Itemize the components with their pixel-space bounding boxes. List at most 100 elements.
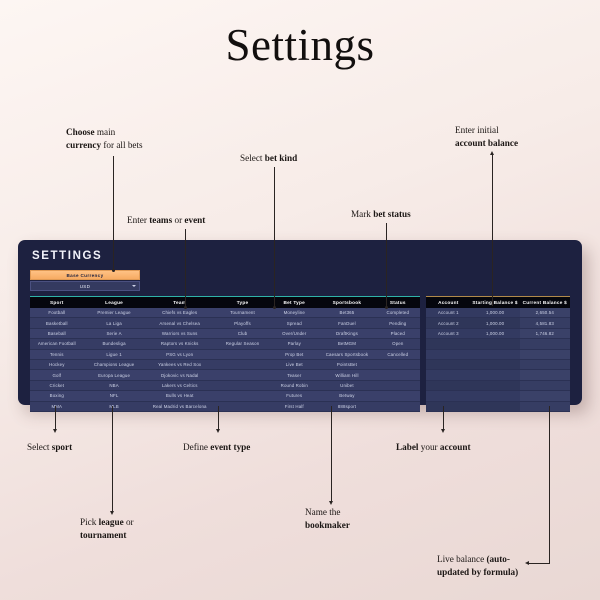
table-cell[interactable]	[519, 390, 570, 402]
table-cell[interactable]	[214, 390, 271, 402]
table-cell[interactable]: Golf	[30, 369, 84, 381]
table-row[interactable]	[426, 380, 570, 392]
table-cell[interactable]: Teaser	[270, 369, 319, 381]
base-currency-dropdown[interactable]: USD	[30, 281, 140, 291]
column-header-sport[interactable]: Sport	[30, 296, 84, 308]
column-header-current-balance-[interactable]: Current Balance $	[519, 296, 570, 308]
column-header-type[interactable]: Type	[214, 296, 271, 308]
table-cell[interactable]: 2,650.54	[519, 308, 570, 319]
table-cell[interactable]: Completed	[375, 308, 420, 319]
table-cell[interactable]	[470, 369, 520, 381]
table-row[interactable]	[426, 359, 570, 371]
table-cell[interactable]	[214, 369, 271, 381]
table-cell[interactable]	[470, 338, 520, 350]
table-cell[interactable]: Djokovic vs Nadal	[144, 369, 215, 381]
table-cell[interactable]: Ligue 1	[83, 349, 145, 360]
table-cell[interactable]	[470, 390, 520, 402]
table-cell[interactable]: NBA	[83, 380, 145, 392]
table-cell[interactable]: Caesars Sportsbook	[318, 349, 376, 360]
table-cell[interactable]: Spread	[270, 317, 319, 329]
column-header-starting-balance-[interactable]: Starting Balance $	[470, 296, 520, 308]
table-cell[interactable]	[214, 401, 271, 412]
table-cell[interactable]	[214, 380, 271, 392]
column-header-account[interactable]: Account	[426, 296, 471, 308]
table-cell[interactable]: Yankees vs Red Sox	[144, 359, 215, 371]
table-cell[interactable]: Parlay	[270, 338, 319, 350]
table-cell[interactable]: 1,000.00	[470, 328, 520, 340]
table-cell[interactable]	[519, 369, 570, 381]
table-cell[interactable]: Football	[30, 308, 84, 319]
table-cell[interactable]: 888sport	[318, 401, 376, 412]
table-cell[interactable]: Arsenal vs Chelsea	[144, 317, 215, 329]
table-cell[interactable]: Lakers vs Celtics	[144, 380, 215, 392]
table-cell[interactable]	[519, 338, 570, 350]
table-cell[interactable]: Chiefs vs Eagles	[144, 308, 215, 319]
table-cell[interactable]: NFL	[83, 390, 145, 402]
table-cell[interactable]: La Liga	[83, 317, 145, 329]
table-cell[interactable]	[426, 380, 471, 392]
table-cell[interactable]	[375, 401, 420, 412]
table-cell[interactable]: DraftKings	[318, 328, 376, 340]
table-cell[interactable]: Bet365	[318, 308, 376, 319]
table-cell[interactable]: 4,581.83	[519, 317, 570, 329]
table-cell[interactable]: Tennis	[30, 349, 84, 360]
table-cell[interactable]: FanDuel	[318, 317, 376, 329]
table-cell[interactable]: Unibet	[318, 380, 376, 392]
table-cell[interactable]: Cancelled	[375, 349, 420, 360]
table-cell[interactable]	[426, 349, 471, 360]
table-cell[interactable]: Cricket	[30, 380, 84, 392]
table-cell[interactable]: Moneyline	[270, 308, 319, 319]
table-cell[interactable]: Raptors vs Knicks	[144, 338, 215, 350]
table-cell[interactable]: Account 1	[426, 308, 471, 319]
table-cell[interactable]	[426, 390, 471, 402]
table-cell[interactable]	[426, 369, 471, 381]
table-cell[interactable]	[470, 401, 520, 412]
table-cell[interactable]: Club	[214, 328, 271, 340]
table-cell[interactable]	[470, 380, 520, 392]
column-header-bet-type[interactable]: Bet Type	[270, 296, 319, 308]
table-cell[interactable]: Tournament	[214, 308, 271, 319]
table-cell[interactable]	[426, 338, 471, 350]
table-cell[interactable]: Prop Bet	[270, 349, 319, 360]
table-cell[interactable]: 1,000.00	[470, 308, 520, 319]
table-row[interactable]	[426, 390, 570, 402]
table-cell[interactable]: Account 2	[426, 317, 471, 329]
table-cell[interactable]: Bulls vs Heat	[144, 390, 215, 402]
table-cell[interactable]	[519, 359, 570, 371]
table-cell[interactable]: 1,746.82	[519, 328, 570, 340]
table-cell[interactable]: Live Bet	[270, 359, 319, 371]
table-cell[interactable]: Futures	[270, 390, 319, 402]
column-header-team[interactable]: Team	[144, 296, 215, 308]
table-cell[interactable]: First Half	[270, 401, 319, 412]
table-cell[interactable]	[375, 380, 420, 392]
column-header-status[interactable]: Status	[375, 296, 420, 308]
table-cell[interactable]: Europa League	[83, 369, 145, 381]
table-cell[interactable]	[375, 359, 420, 371]
table-cell[interactable]: BetMGM	[318, 338, 376, 350]
table-cell[interactable]: Premier League	[83, 308, 145, 319]
table-cell[interactable]: 1,000.00	[470, 317, 520, 329]
table-cell[interactable]	[426, 359, 471, 371]
table-row[interactable]	[426, 349, 570, 360]
table-cell[interactable]	[375, 390, 420, 402]
table-cell[interactable]: Real Madrid vs Barcelona	[144, 401, 215, 412]
table-cell[interactable]: PSG vs Lyon	[144, 349, 215, 360]
table-cell[interactable]	[375, 369, 420, 381]
table-row[interactable]	[426, 369, 570, 381]
table-cell[interactable]	[470, 349, 520, 360]
table-cell[interactable]: MLB	[83, 401, 145, 412]
table-cell[interactable]	[519, 380, 570, 392]
table-cell[interactable]: Account 3	[426, 328, 471, 340]
table-cell[interactable]: American Football	[30, 338, 84, 350]
